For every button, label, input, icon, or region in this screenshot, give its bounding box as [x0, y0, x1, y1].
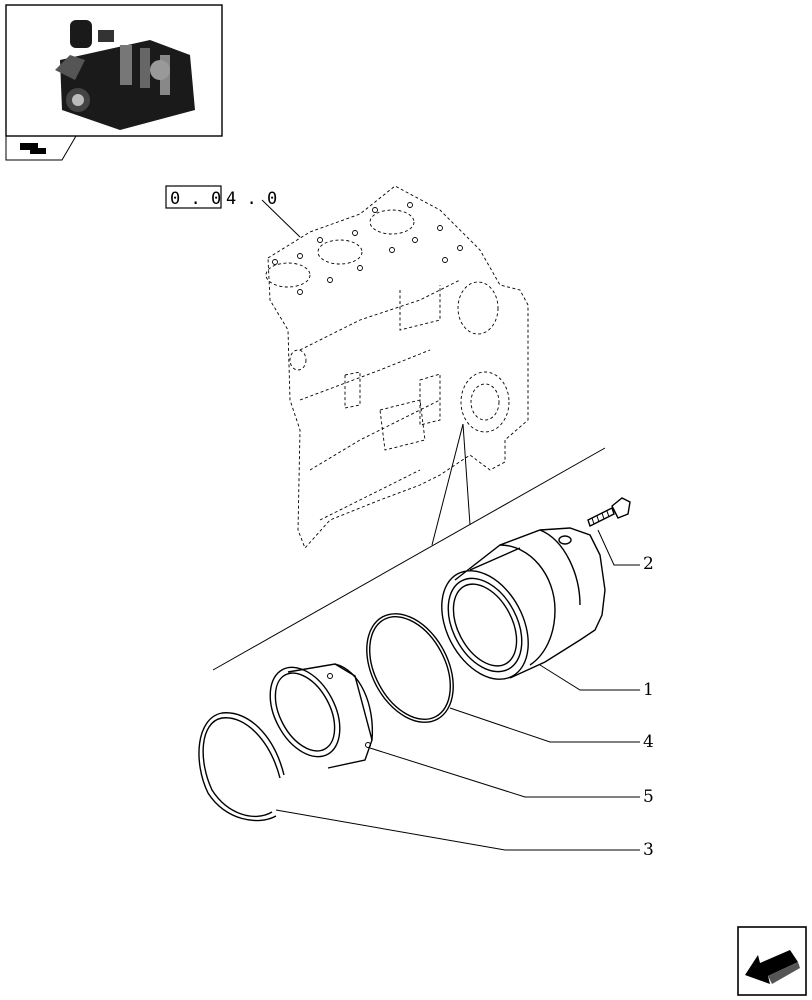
callout-1: 1: [643, 680, 654, 700]
callout-leader-1: [539, 664, 640, 691]
callout-2: 2: [643, 554, 654, 574]
callout-leader-5: [369, 747, 640, 798]
engine-thumbnail[interactable]: [5, 4, 223, 137]
callout-4: 4: [643, 732, 654, 752]
snap-ring-part: [198, 712, 285, 822]
reference-leader: [261, 199, 301, 238]
callout-leader-4: [449, 707, 640, 743]
bolt-part: [587, 497, 631, 527]
callout-leader-3: [275, 809, 640, 851]
housing-part: [441, 527, 606, 680]
callout-3: 3: [643, 840, 654, 860]
engine-block-outline: [265, 185, 529, 549]
pointer-line-a: [462, 423, 471, 526]
o-ring-part: [366, 613, 454, 723]
reference-boxed-text: 0 . 0: [170, 189, 221, 209]
sleeve-part: [269, 663, 374, 769]
callout-5: 5: [643, 787, 654, 807]
section-line: [212, 447, 606, 671]
reference-box: [165, 185, 222, 209]
callout-leader-2: [597, 529, 640, 566]
arrow-left-icon[interactable]: [737, 926, 807, 996]
reference-suffix-text: 4 . 0: [226, 189, 277, 209]
book-arrow-icon[interactable]: [5, 135, 77, 161]
pointer-line-b: [431, 423, 464, 546]
